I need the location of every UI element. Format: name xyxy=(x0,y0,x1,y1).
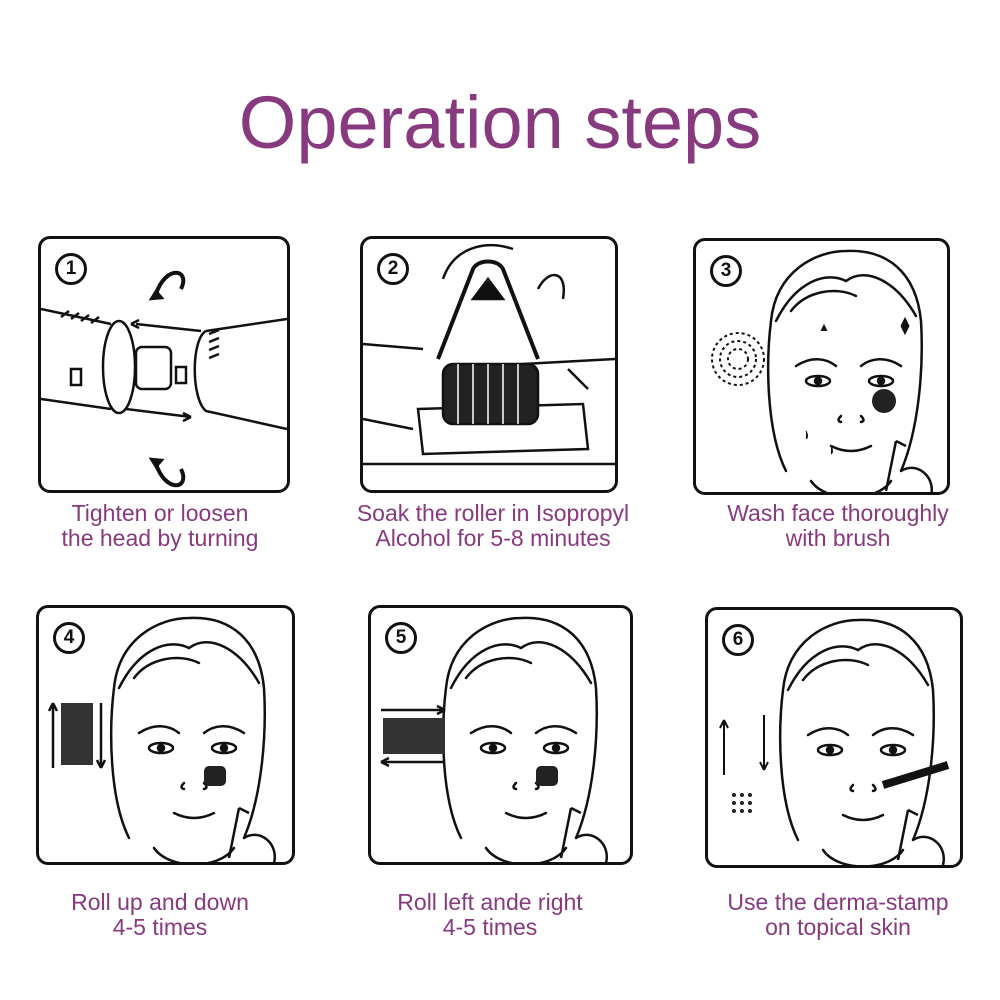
step-number-badge: 5 xyxy=(385,622,417,654)
caption-line: Tighten or loosen xyxy=(71,500,249,526)
step-5-caption: Roll left ande right 4-5 times xyxy=(330,890,650,940)
step-number-badge: 6 xyxy=(722,624,754,656)
step-6-caption: Use the derma-stamp on topical skin xyxy=(678,890,998,940)
caption-line: Soak the roller in Isopropyl xyxy=(356,500,630,526)
caption-line: Roll left ande right xyxy=(397,889,583,915)
caption-line: the head by turning xyxy=(61,525,259,551)
step-5-panel: 5 xyxy=(368,605,633,865)
caption-line: Alcohol for 5-8 minutes xyxy=(375,525,611,551)
roller-soak-icon xyxy=(363,244,615,466)
page-title: Operation steps xyxy=(238,81,762,164)
step-3-caption: Wash face thoroughly with brush xyxy=(678,501,998,551)
step-number-badge: 4 xyxy=(53,622,85,654)
roller-head-twist-icon xyxy=(41,270,287,488)
step-3-panel: 3 xyxy=(693,238,950,495)
caption-line: with brush xyxy=(785,525,891,551)
face-stamp-icon xyxy=(719,618,950,865)
face-roll-horizontal-icon xyxy=(380,616,609,862)
face-roll-vertical-icon xyxy=(47,616,277,862)
caption-line: on topical skin xyxy=(765,914,911,940)
caption-line: Roll up and down xyxy=(71,889,249,915)
step-number-badge: 2 xyxy=(377,253,409,285)
step-1-panel: 1 xyxy=(38,236,290,493)
step-6-panel: 6 xyxy=(705,607,963,868)
caption-line: Wash face thoroughly xyxy=(727,500,949,526)
step-2-caption: Soak the roller in Isopropyl Alcohol for… xyxy=(333,501,653,551)
caption-line: Use the derma-stamp xyxy=(727,889,949,915)
step-number-badge: 1 xyxy=(55,253,87,285)
face-brush-icon xyxy=(711,249,934,492)
caption-line: 4-5 times xyxy=(442,914,538,940)
step-4-panel: 4 xyxy=(36,605,295,865)
step-2-panel: 2 xyxy=(360,236,618,493)
step-number-badge: 3 xyxy=(710,255,742,287)
step-1-caption: Tighten or loosen the head by turning xyxy=(0,501,320,551)
step-4-caption: Roll up and down 4-5 times xyxy=(0,890,320,940)
caption-line: 4-5 times xyxy=(112,914,208,940)
